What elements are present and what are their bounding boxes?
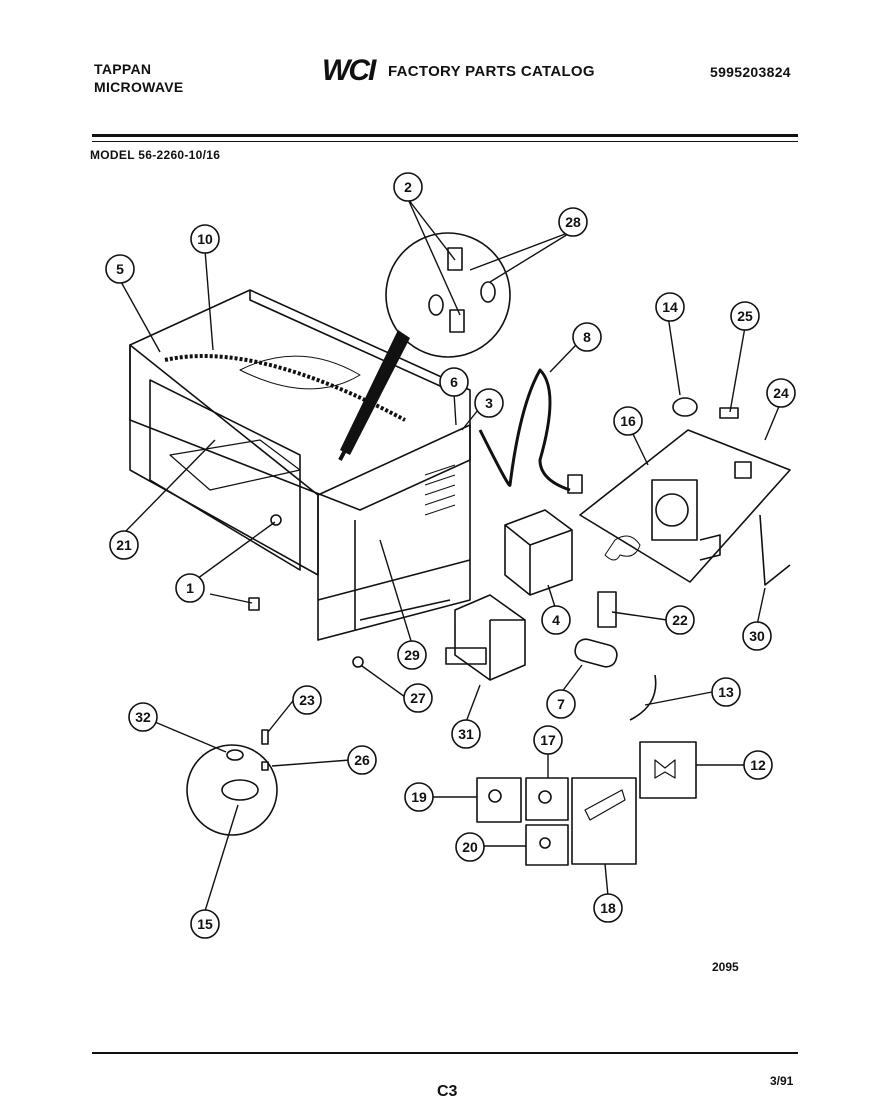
- svg-text:WCI: WCI: [322, 54, 377, 84]
- screw: [352, 656, 364, 668]
- svg-text:1: 1: [186, 580, 194, 596]
- diode: [629, 674, 657, 721]
- diagram-code: 2095: [712, 960, 739, 974]
- svg-text:27: 27: [410, 690, 426, 706]
- svg-text:21: 21: [116, 537, 132, 553]
- svg-text:32: 32: [135, 709, 151, 725]
- callout-4: 4: [541, 605, 571, 635]
- wci-logo: WCI: [322, 54, 379, 84]
- callout-8: 8: [572, 322, 602, 352]
- svg-text:6: 6: [450, 374, 458, 390]
- turntable-motor-inset: [186, 729, 278, 836]
- magnetron: [504, 509, 573, 596]
- svg-text:5: 5: [116, 261, 124, 277]
- svg-text:31: 31: [458, 726, 474, 742]
- callout-7: 7: [546, 689, 576, 719]
- latch-clip: [248, 597, 260, 611]
- svg-text:25: 25: [737, 308, 753, 324]
- svg-text:2: 2: [404, 179, 412, 195]
- svg-text:23: 23: [299, 692, 315, 708]
- fan-assembly: [579, 429, 791, 583]
- callout-27: 27: [403, 683, 433, 713]
- callout-22: 22: [665, 605, 695, 635]
- svg-text:8: 8: [583, 329, 591, 345]
- svg-text:29: 29: [404, 647, 420, 663]
- callout-24: 24: [766, 378, 796, 408]
- revision-date: 3/91: [770, 1074, 794, 1088]
- transformer: [445, 594, 526, 681]
- svg-text:18: 18: [600, 900, 616, 916]
- callout-19: 19: [404, 782, 434, 812]
- callout-31: 31: [451, 719, 481, 749]
- capacitor: [574, 638, 618, 668]
- svg-text:20: 20: [462, 839, 478, 855]
- product-type: MICROWAVE: [94, 79, 184, 95]
- model-number: MODEL 56-2260-10/16: [90, 148, 221, 162]
- door-latch: [270, 514, 282, 526]
- lamp-bulb: [672, 397, 698, 417]
- part-box-20: [525, 824, 569, 866]
- svg-text:22: 22: [672, 612, 688, 628]
- callout-32: 32: [128, 702, 158, 732]
- callout-2: 2: [393, 172, 423, 202]
- callout-1: 1: [175, 573, 205, 603]
- callout-14: 14: [655, 292, 685, 322]
- leader-lines: [119, 198, 781, 912]
- page-number: C3: [437, 1083, 458, 1100]
- callout-30: 30: [742, 621, 772, 651]
- brand-block: TAPPAN MICROWAVE: [94, 60, 184, 96]
- callout-26: 26: [347, 745, 377, 775]
- capacitor-bracket: [597, 591, 617, 628]
- callout-13: 13: [711, 677, 741, 707]
- callout-29: 29: [397, 640, 427, 670]
- svg-text:12: 12: [750, 757, 766, 773]
- callout-3: 3: [474, 388, 504, 418]
- header-rule-thin: [92, 141, 798, 142]
- svg-text:7: 7: [557, 696, 565, 712]
- svg-text:24: 24: [773, 385, 789, 401]
- svg-text:3: 3: [485, 395, 493, 411]
- callout-21: 21: [109, 530, 139, 560]
- svg-text:30: 30: [749, 628, 765, 644]
- part-box-18: [571, 777, 637, 865]
- svg-text:28: 28: [565, 214, 581, 230]
- lamp-socket: [719, 407, 739, 419]
- svg-text:13: 13: [718, 684, 734, 700]
- callout-25: 25: [730, 301, 760, 331]
- svg-text:14: 14: [662, 299, 678, 315]
- callout-15: 15: [190, 909, 220, 939]
- svg-text:4: 4: [552, 612, 560, 628]
- power-cord: [478, 368, 583, 494]
- part-box-19: [476, 777, 522, 823]
- callout-20: 20: [455, 832, 485, 862]
- callout-12: 12: [743, 750, 773, 780]
- callout-5: 5: [105, 254, 135, 284]
- svg-text:17: 17: [540, 732, 556, 748]
- footer-rule: [92, 1052, 798, 1054]
- callout-18: 18: [593, 893, 623, 923]
- svg-text:10: 10: [197, 231, 213, 247]
- callout-10: 10: [190, 224, 220, 254]
- catalog-title: FACTORY PARTS CATALOG: [388, 63, 595, 80]
- svg-text:15: 15: [197, 916, 213, 932]
- callout-6: 6: [439, 367, 469, 397]
- brand-name: TAPPAN: [94, 61, 152, 77]
- interlock-switch-inset: [340, 232, 511, 455]
- callout-17: 17: [533, 725, 563, 755]
- part-number: 5995203824: [710, 64, 791, 80]
- callouts: 1 2 3 4 5 6 7 8 10 12 13 14 15 16 17 18 …: [105, 172, 796, 939]
- svg-text:26: 26: [354, 752, 370, 768]
- svg-text:19: 19: [411, 789, 427, 805]
- svg-text:16: 16: [620, 413, 636, 429]
- thermal-switch: [734, 461, 752, 479]
- part-box-12: [639, 741, 697, 799]
- callout-23: 23: [292, 685, 322, 715]
- header-rule-thick: [92, 134, 798, 137]
- callout-28: 28: [558, 207, 588, 237]
- callout-16: 16: [613, 406, 643, 436]
- part-box-17: [525, 777, 569, 821]
- duct-bracket: [759, 514, 791, 586]
